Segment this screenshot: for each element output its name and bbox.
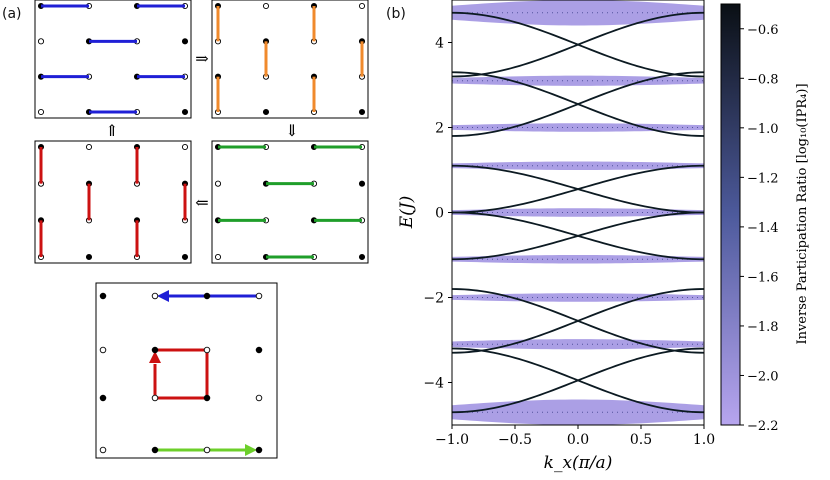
lattice-step-4 xyxy=(34,140,192,264)
lattice-step-2-site xyxy=(358,108,366,116)
loop-green-arrowhead xyxy=(245,444,257,456)
loop-site xyxy=(151,446,159,454)
loop-site xyxy=(99,446,107,454)
loop-site xyxy=(203,446,211,454)
dispersive-band xyxy=(452,347,704,414)
x-tick-label: 0.0 xyxy=(567,432,589,448)
x-tick-label: −0.5 xyxy=(498,432,532,448)
lattice-step-3-site xyxy=(358,180,366,187)
loop-site xyxy=(99,394,107,402)
colorbar-tick-label: −1.4 xyxy=(747,221,779,236)
lattice-step-1-site xyxy=(37,38,45,45)
colorbar-tick-label: −0.8 xyxy=(747,72,779,87)
y-axis-label: E(J) xyxy=(397,196,417,230)
lattice-step-3-site xyxy=(358,253,366,261)
lattice-step-2-site xyxy=(262,108,270,116)
colorbar-tick-label: −1.2 xyxy=(747,171,779,186)
loop-site xyxy=(255,394,263,402)
loop-site xyxy=(203,394,211,402)
x-tick-label: −1.0 xyxy=(435,432,469,448)
loop-site xyxy=(203,346,211,354)
loop-site xyxy=(151,346,159,354)
x-axis: −1.0 −0.5 0.0 0.5 1.0 xyxy=(435,425,715,448)
lattice-step-3-frame xyxy=(211,140,369,264)
arrow-right: ⇒ xyxy=(195,49,208,68)
loop-blue-arrowhead xyxy=(157,290,169,302)
colorbar-tick-label: −1.8 xyxy=(747,320,779,335)
lattice-step-4-site xyxy=(181,253,189,261)
lattice-step-1-site xyxy=(181,38,189,45)
colorbar-label: Inverse Participation Ratio [log₁₀(IPR₄)… xyxy=(795,83,810,344)
dispersive-band xyxy=(452,71,704,137)
arrow-down: ⇓ xyxy=(285,121,298,140)
y-tick-label: −4 xyxy=(423,376,444,392)
lattice-step-4-site xyxy=(85,143,93,151)
loop-site xyxy=(151,394,159,402)
arrow-up: ⇑ xyxy=(105,121,118,140)
loop-site xyxy=(99,346,107,354)
lattice-step-1-site xyxy=(181,108,189,116)
colorbar-ticks: −0.6 −0.8 −1.0 −1.2 −1.4 −1.6 −1.8 −2.0 −2.2 xyxy=(740,23,779,434)
dispersive-band xyxy=(452,211,704,261)
loop-site xyxy=(255,446,263,454)
colorbar-tick-label: −1.0 xyxy=(747,122,779,137)
loop-site xyxy=(255,292,263,300)
lattice-step-1-frame xyxy=(34,0,192,119)
loop-red-arrowhead xyxy=(149,351,161,363)
lattice-step-3 xyxy=(211,140,369,264)
x-axis-label: k_x(π/a) xyxy=(544,453,613,473)
colorbar-tick-label: −0.6 xyxy=(747,23,779,38)
lattice-step-2 xyxy=(211,0,369,119)
loop-site xyxy=(203,292,211,300)
panel-a: ⇒ ⇓ ⇐ ⇑ xyxy=(34,0,369,459)
colorbar-tick-label: −2.2 xyxy=(747,419,779,434)
bands-layer xyxy=(452,0,704,425)
colorbar-tick-label: −2.0 xyxy=(747,369,779,384)
lattice-step-2-site xyxy=(262,2,270,10)
lattice-step-4-frame xyxy=(34,140,192,264)
lattice-step-4-site xyxy=(181,143,189,151)
panel-label-b: (b) xyxy=(386,6,406,22)
loop-site xyxy=(255,346,263,354)
colorbar-tick-label: −1.6 xyxy=(747,270,779,285)
x-tick-label: 1.0 xyxy=(693,432,715,448)
dispersive-band xyxy=(452,11,704,78)
lattice-step-2-site xyxy=(358,2,366,10)
lattice-step-1-site xyxy=(37,108,45,116)
lattice-step-3-site xyxy=(214,180,222,187)
y-tick-label: 2 xyxy=(435,121,444,137)
lattice-step-1 xyxy=(34,0,192,119)
loop-site xyxy=(99,292,107,300)
y-tick-label: 0 xyxy=(435,206,444,222)
panel-label-a: (a) xyxy=(2,6,22,22)
loop-frame xyxy=(95,282,278,459)
colorbar xyxy=(720,3,741,426)
dispersive-band xyxy=(452,164,704,214)
y-tick-label: −2 xyxy=(423,291,444,307)
dispersive-band xyxy=(452,288,704,354)
loop-site xyxy=(151,292,159,300)
x-tick-label: 0.5 xyxy=(630,432,652,448)
loop-panel xyxy=(95,282,278,459)
lattice-step-4-site xyxy=(85,253,93,261)
y-tick-label: 4 xyxy=(435,36,444,52)
arrow-left: ⇐ xyxy=(195,193,208,212)
y-axis: −4 −2 0 2 4 xyxy=(423,36,452,392)
lattice-step-2-frame xyxy=(211,0,369,119)
lattice-step-3-site xyxy=(214,253,222,261)
